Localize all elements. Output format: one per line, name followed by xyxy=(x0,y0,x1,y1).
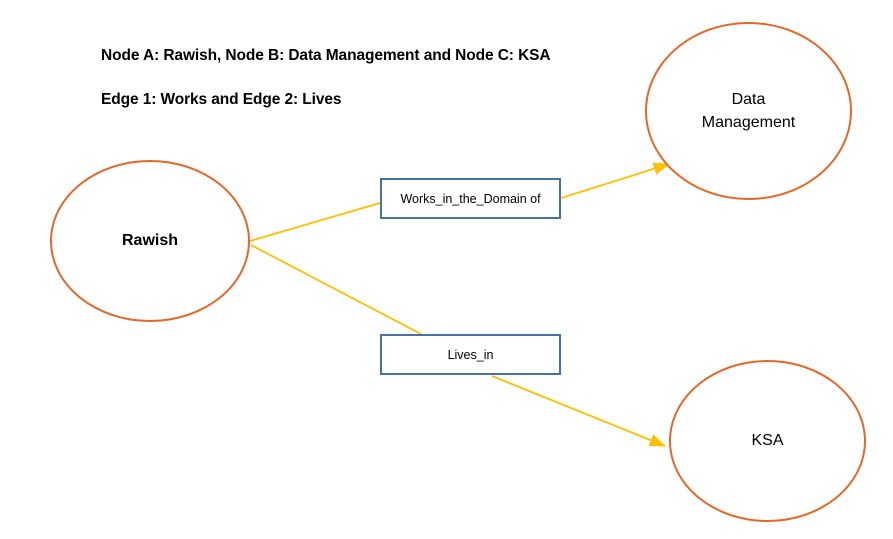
edge-lives-segment-target xyxy=(491,375,666,447)
node-data-management-label-line2: Management xyxy=(701,114,796,131)
node-ksa[interactable]: KSA xyxy=(669,360,866,522)
node-rawish[interactable]: Rawish xyxy=(50,160,250,322)
caption-nodes-line: Node A: Rawish, Node B: Data Management … xyxy=(101,47,551,64)
node-ksa-label: KSA xyxy=(751,432,784,450)
edge-label-box-works[interactable]: Works_in_the_Domain of xyxy=(380,178,561,219)
caption-edges-line: Edge 1: Works and Edge 2: Lives xyxy=(101,91,342,108)
edge-lives-segment-source xyxy=(250,244,422,335)
edge-works-segment-source xyxy=(249,202,381,242)
edge-works-segment-target xyxy=(560,162,670,199)
edge-label-box-lives[interactable]: Lives_in xyxy=(380,334,561,375)
edge-label-lives-text: Lives_in xyxy=(447,347,494,362)
node-rawish-label: Rawish xyxy=(121,232,178,250)
edge-label-works-text: Works_in_the_Domain of xyxy=(400,191,541,206)
node-data-management-label-line1: Data xyxy=(731,90,766,108)
